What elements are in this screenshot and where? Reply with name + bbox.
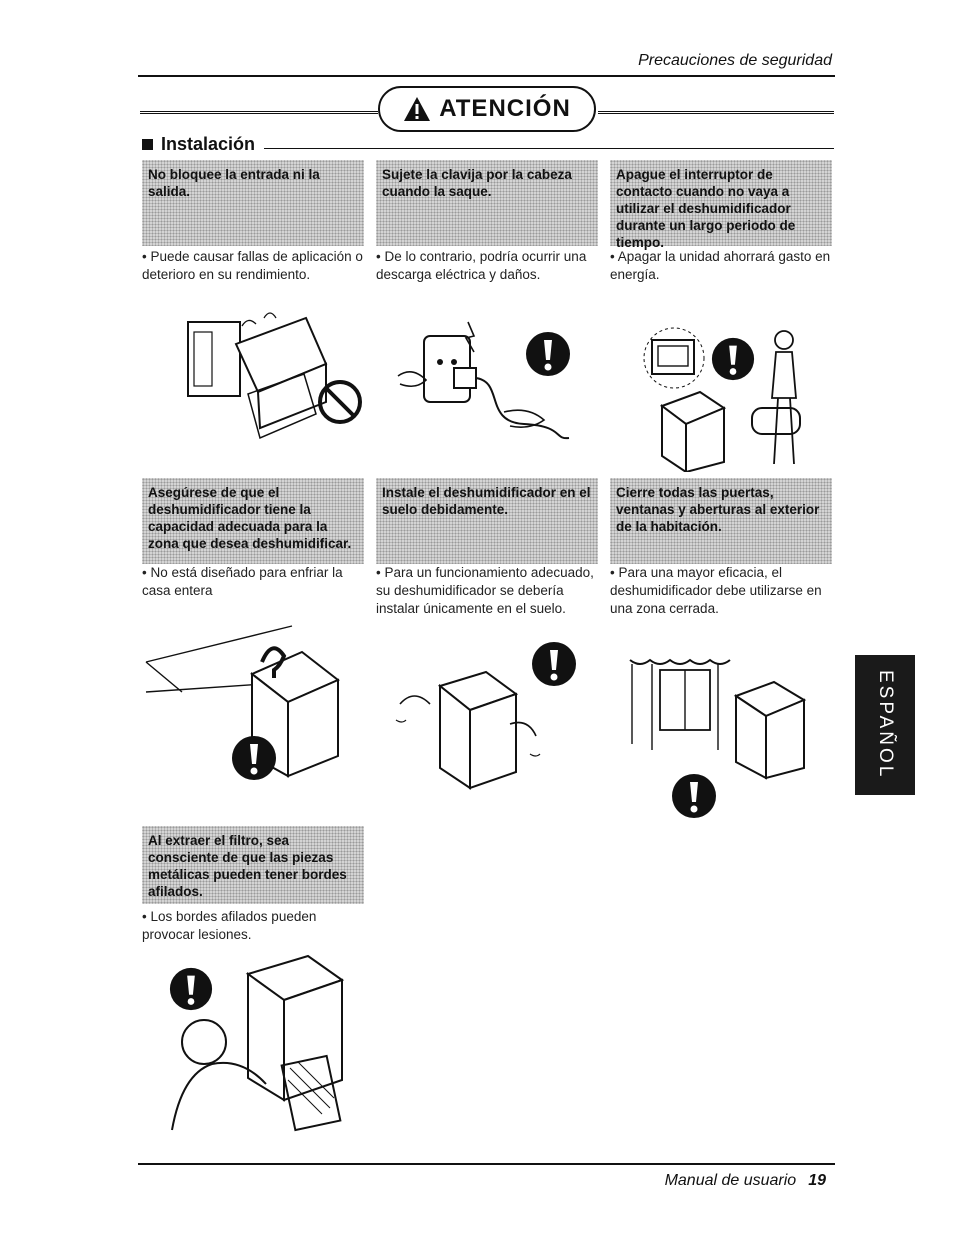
illustration-unplug bbox=[394, 312, 574, 452]
section-heading: Instalación bbox=[142, 134, 255, 155]
exclamation-icon bbox=[524, 330, 572, 378]
attention-label: ATENCIÓN bbox=[439, 95, 571, 122]
warning-box-6: Cierre todas las puertas, ventanas y abe… bbox=[610, 478, 832, 564]
prohibited-icon bbox=[316, 378, 364, 426]
exclamation-icon bbox=[230, 734, 278, 782]
footer-label: Manual de usuario bbox=[664, 1172, 797, 1189]
warning-box-2: Sujete la clavija por la cabeza cuando l… bbox=[376, 160, 598, 246]
page-number: 19 bbox=[808, 1172, 826, 1189]
illustration-closed-window bbox=[624, 650, 814, 780]
warning-box-7: Al extraer el filtro, sea consciente de … bbox=[142, 826, 364, 904]
warning-note-4: • No está diseñado para enfriar la casa … bbox=[142, 565, 343, 598]
warning-triangle-icon bbox=[404, 97, 431, 121]
page-footer: Manual de usuario 19 bbox=[665, 1172, 826, 1190]
exclamation-icon bbox=[530, 640, 578, 688]
warning-note-7: • Los bordes afilados pueden provocar le… bbox=[142, 909, 317, 942]
warning-box-4: Asegúrese de que el deshumidificador tie… bbox=[142, 478, 364, 564]
illustration-filter-removal bbox=[168, 950, 358, 1140]
attention-line-left bbox=[140, 111, 378, 114]
warning-note-2: • De lo contrario, podría ocurrir una de… bbox=[376, 249, 587, 282]
language-tab: ESPAÑOL bbox=[855, 655, 915, 795]
bullet-square-icon bbox=[142, 139, 153, 150]
warning-note-5: • Para un funcionamiento adecuado, su de… bbox=[376, 565, 594, 616]
attention-banner: ATENCIÓN bbox=[378, 86, 596, 132]
warning-box-1: No bloquee la entrada ni la salida. bbox=[142, 160, 364, 246]
illustration-blocked-airflow bbox=[176, 304, 376, 444]
exclamation-icon bbox=[710, 336, 756, 382]
attention-line-right bbox=[598, 111, 834, 114]
warning-box-3: Apague el interruptor de contacto cuando… bbox=[610, 160, 832, 250]
warning-note-6: • Para una mayor eficacia, el deshumidif… bbox=[610, 565, 822, 616]
header-rule bbox=[138, 75, 835, 77]
page-header-title: Precauciones de seguridad bbox=[638, 52, 832, 69]
exclamation-icon bbox=[670, 772, 718, 820]
section-title: Instalación bbox=[161, 134, 256, 154]
warning-box-5: Instale el deshumidificador en el suelo … bbox=[376, 478, 598, 564]
illustration-switch-off bbox=[640, 322, 820, 472]
footer-rule bbox=[138, 1163, 835, 1165]
warning-note-3: • Apagar la unidad ahorrará gasto en ene… bbox=[610, 249, 831, 282]
illustration-floor-install bbox=[390, 664, 550, 794]
section-rule bbox=[264, 148, 834, 149]
warning-note-1: • Puede causar fallas de aplicación o de… bbox=[142, 249, 363, 282]
language-tab-label: ESPAÑOL bbox=[875, 670, 896, 780]
exclamation-icon bbox=[168, 966, 214, 1012]
